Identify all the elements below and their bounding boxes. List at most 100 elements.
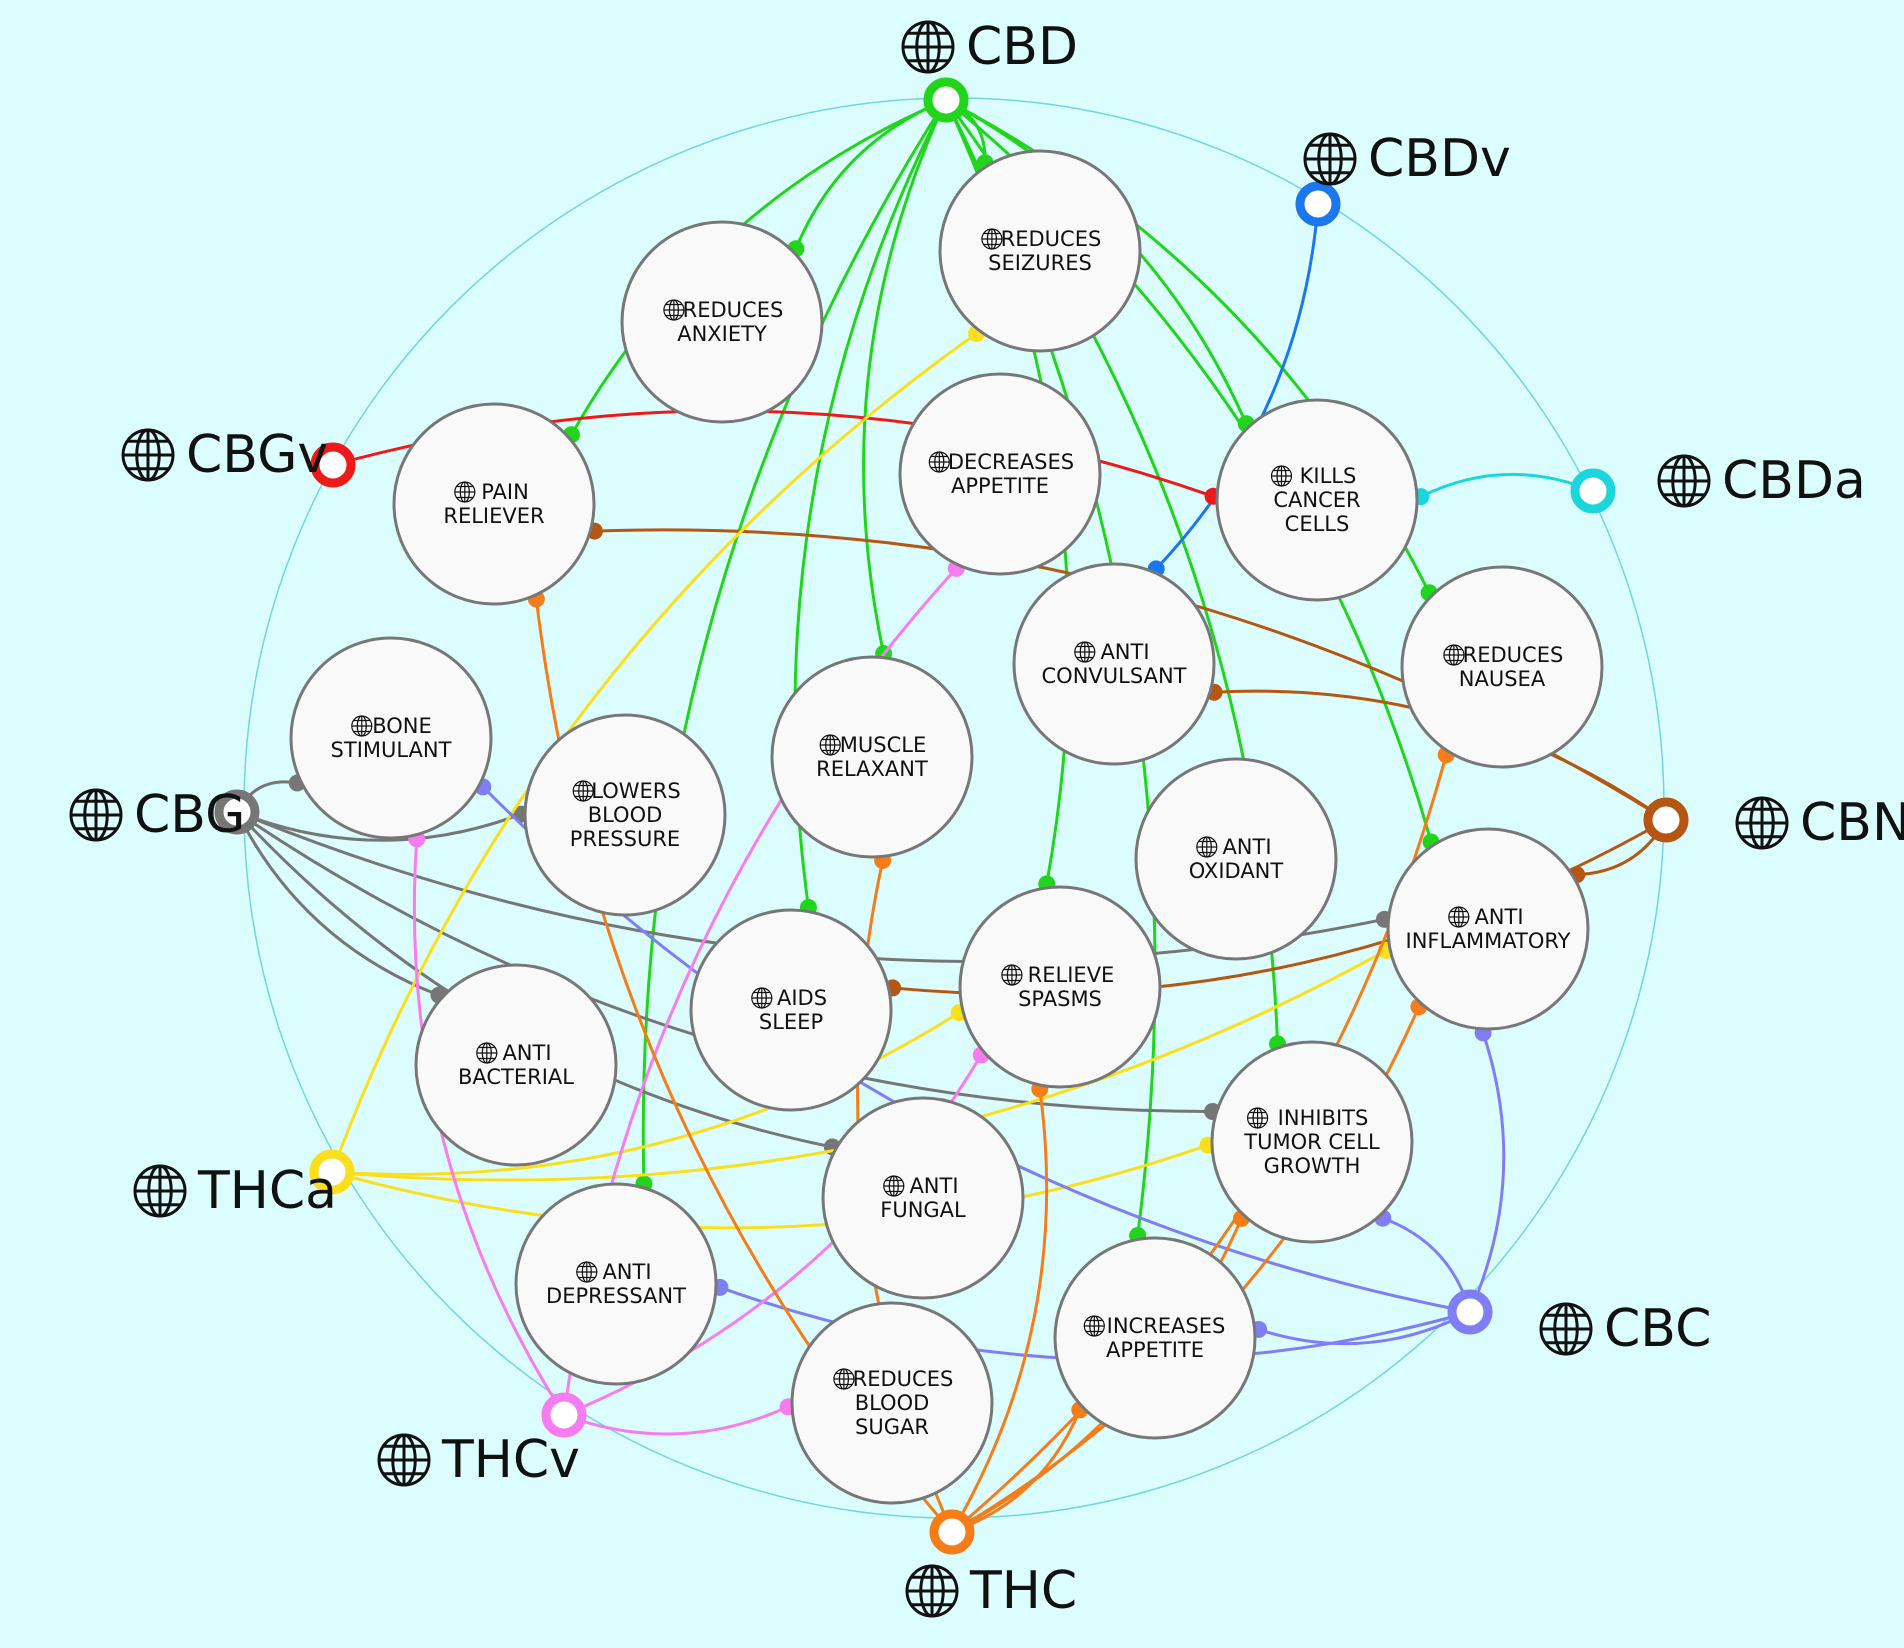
effect-label-line: SLEEP — [759, 1010, 823, 1034]
compound-cbdv[interactable]: CBDv — [1295, 129, 1511, 227]
link-thca-reduces-seizures — [330, 332, 978, 1173]
compound-node-ring — [929, 1509, 975, 1555]
compound-node-ring — [1295, 181, 1341, 227]
effect-bubble — [1210, 1040, 1414, 1244]
compound-label: CBDa — [1722, 451, 1866, 511]
link-thcv-reduces-blood-sugar — [563, 1405, 789, 1436]
globe-icon — [1270, 465, 1293, 487]
link-cbda-kills-cancer-cells — [1420, 472, 1594, 498]
compound-node-ring — [1570, 468, 1616, 514]
effect-label-line: SEIZURES — [988, 251, 1092, 275]
effect-label-line: BACTERIAL — [458, 1065, 574, 1089]
effect-label-line: GROWTH — [1264, 1154, 1361, 1178]
effect-label-line: ANTI — [1474, 905, 1523, 929]
compound-cbc[interactable]: CBC — [1447, 1289, 1711, 1359]
compound-label: CBDv — [1368, 129, 1511, 189]
effect-label-line: CONVULSANT — [1042, 664, 1187, 688]
effect-label-line: OXIDANT — [1189, 859, 1284, 883]
link-cbg-anti-bacterial — [235, 811, 440, 997]
effect-label-line: SUGAR — [855, 1415, 929, 1439]
effect-label-line: RELIEVER — [443, 504, 544, 528]
effect-bubble — [770, 655, 974, 859]
compound-label: CBG — [134, 785, 245, 845]
effect-label-line: APPETITE — [1106, 1338, 1204, 1362]
effect-label-line: MUSCLE — [840, 733, 926, 757]
compound-node-ring — [1643, 797, 1689, 843]
effect-label-line: RELIEVE — [1028, 963, 1115, 987]
link-cbc-increases-appetite — [1258, 1310, 1471, 1346]
effect-label-line: BLOOD — [588, 803, 663, 827]
effect-label-line: KILLS — [1300, 464, 1357, 488]
link-cbg-lowers-blood-pressure — [236, 810, 522, 842]
effect-bubble — [938, 149, 1142, 353]
link-cbd-muscle-relaxant — [862, 99, 948, 654]
effect-label-line: SPASMS — [1018, 987, 1102, 1011]
effect-bubble — [1386, 827, 1590, 1031]
globe-icon — [121, 428, 175, 482]
compound-thcv[interactable]: THCv — [377, 1392, 587, 1490]
effect-label-line: NAUSEA — [1459, 667, 1546, 691]
effect-label-line: INFLAMMATORY — [1406, 929, 1571, 953]
effect-label-line: TUMOR CELL — [1243, 1130, 1380, 1154]
effect-label-line: RELAXANT — [816, 757, 928, 781]
effect-bubble — [1134, 757, 1338, 961]
globe-icon — [1196, 836, 1218, 858]
effect-label-line: ANTI — [1222, 835, 1271, 859]
compound-thca[interactable]: THCa — [133, 1149, 355, 1221]
globe-icon — [1001, 964, 1023, 986]
effect-label-line: REDUCES — [1463, 643, 1564, 667]
compound-thc[interactable]: THC — [905, 1509, 1077, 1621]
globe-icon — [1443, 644, 1465, 666]
compound-cbn[interactable]: CBN — [1643, 793, 1904, 853]
effect-bubble — [523, 713, 727, 917]
link-thc-relieve-spasms — [950, 1088, 1049, 1533]
globe-icon — [901, 20, 955, 74]
compound-node-ring — [923, 77, 969, 123]
compound-cbda[interactable]: CBDa — [1570, 451, 1866, 514]
globe-icon — [1735, 796, 1789, 850]
compound-node-ring — [309, 1149, 355, 1195]
effect-label-line: ANTI — [502, 1041, 551, 1065]
globe-icon — [928, 451, 950, 473]
globe-icon — [751, 987, 773, 1009]
effect-label-line: REDUCES — [1001, 227, 1102, 251]
globe-icon — [69, 788, 123, 842]
compound-label: THCa — [197, 1161, 337, 1221]
effect-label-line: ANTI — [602, 1260, 651, 1284]
compound-cbd[interactable]: CBD — [901, 17, 1078, 123]
effect-label-line: FUNGAL — [880, 1198, 966, 1222]
effect-bubble — [1053, 1236, 1257, 1440]
effect-label-line: DECREASES — [948, 450, 1074, 474]
compound-cbgv[interactable]: CBGv — [121, 425, 356, 488]
effect-bubble — [392, 402, 596, 606]
effect-label-line: BLOOD — [855, 1391, 930, 1415]
compound-cbg[interactable]: CBG — [69, 785, 260, 845]
effect-bubble — [414, 963, 618, 1167]
globe-icon — [663, 299, 685, 321]
effect-bubble — [790, 1301, 994, 1505]
globe-icon — [833, 1368, 855, 1390]
effect-bubble — [514, 1182, 718, 1386]
effect-label-line: ANTI — [1100, 640, 1149, 664]
